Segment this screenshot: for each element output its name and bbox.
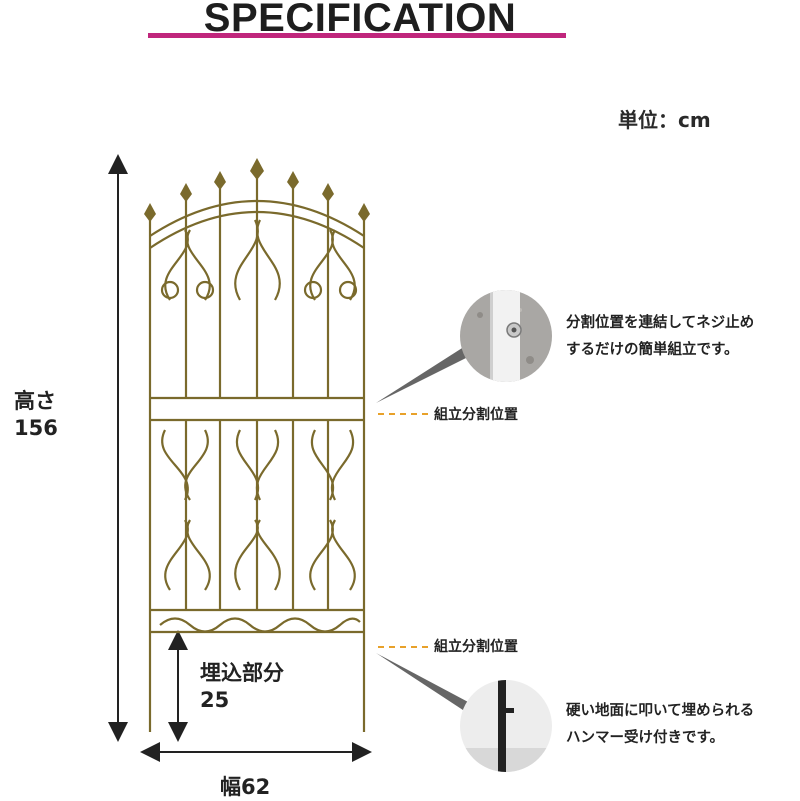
split-label-top: 組立分割位置 <box>434 407 518 423</box>
split-dash-bottom <box>378 646 428 648</box>
page-title: SPECIFICATION <box>203 0 517 40</box>
bottom-note-line1: 硬い地面に叩いて埋められる <box>566 703 755 719</box>
top-note: 分割位置を連結してネジ止め するだけの簡単組立です。 <box>566 310 754 364</box>
fence-finials <box>144 158 370 222</box>
width-dimension: 幅62 <box>220 774 270 801</box>
width-label: 幅62 <box>220 775 271 799</box>
bottom-note: 硬い地面に叩いて埋められる ハンマー受け付きです。 <box>566 698 754 752</box>
bottom-note-line2: ハンマー受け付きです。 <box>566 730 725 746</box>
height-dimension: 高さ 156 <box>14 388 58 442</box>
top-note-line2: するだけの簡単組立です。 <box>566 342 739 358</box>
top-note-line1: 分割位置を連結してネジ止め <box>566 315 755 331</box>
hammer-stop-photo-icon <box>460 680 552 772</box>
split-dash-top <box>378 413 428 415</box>
height-label: 高さ <box>14 389 56 413</box>
split-label-bottom: 組立分割位置 <box>434 639 518 655</box>
unit-label: 単位：cm <box>618 108 711 132</box>
bottom-pointer <box>376 653 470 712</box>
fence-illustration-icon <box>148 176 366 732</box>
bolt-joint-photo-icon <box>460 290 552 382</box>
buried-value: 25 <box>200 688 230 712</box>
top-pointer <box>376 343 478 403</box>
buried-dimension: 埋込部分 25 <box>200 660 284 714</box>
height-value: 156 <box>14 416 58 440</box>
title-underline <box>148 33 566 38</box>
buried-label: 埋込部分 <box>200 661 284 685</box>
